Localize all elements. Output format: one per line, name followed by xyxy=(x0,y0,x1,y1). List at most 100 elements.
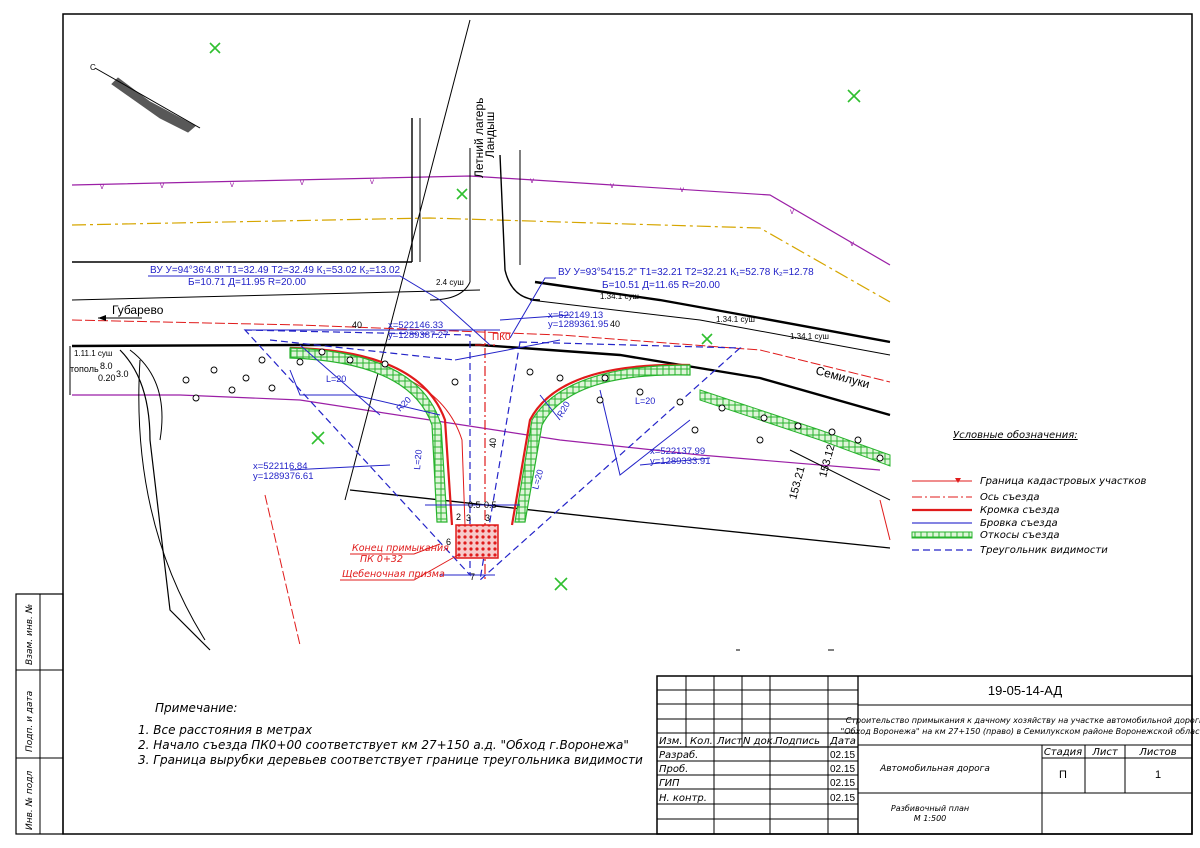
label-dim40-c: 40 xyxy=(488,438,498,448)
drawing-scale: М 1:500 xyxy=(914,814,947,823)
coord-p2-y: y=1289361.95 xyxy=(548,319,609,330)
side-stamp-a: Взам. инв. № xyxy=(25,604,35,665)
crushed-stone-prism xyxy=(455,524,499,559)
side-stamp: Взам. инв. № Подп. и дата Инв. № подл xyxy=(25,604,35,830)
label-elev-1: 153.21 xyxy=(787,465,807,501)
drawing-name: Разбивочный план xyxy=(891,804,969,813)
connection-axis xyxy=(475,330,495,580)
sheets-label: Листов xyxy=(1138,747,1176,758)
label-dim05-a: 0.5 xyxy=(468,500,481,510)
label-dim7: 7 xyxy=(470,572,475,582)
role-0: Разраб. xyxy=(659,749,698,761)
legend-item-4: Откосы съезда xyxy=(980,530,1060,541)
sheets-value: 1 xyxy=(1155,769,1161,781)
legend: Условные обозначения: Граница кадастровы… xyxy=(911,429,1147,556)
coord-p4-x: x=522137.99 xyxy=(650,446,705,457)
label-r20-a: R20 xyxy=(394,395,413,414)
section-name: Автомобильная дорога xyxy=(879,764,990,774)
coord-p3-y: y=1289376.61 xyxy=(253,471,314,482)
label-dim3-a: 3 xyxy=(466,513,471,523)
curve-right-line2: Б=10.51 Д=11.65 R=20.00 xyxy=(602,280,720,291)
label-pk0: ПК0 xyxy=(492,332,511,343)
svg-text:v: v xyxy=(160,181,164,190)
road-labels: Губарево Семилуки Летний лагерь Ландыш xyxy=(98,98,871,391)
coord-p3-x: x=522116.84 xyxy=(253,461,308,472)
notes-item-0: 1. Все расстояния в метрах xyxy=(138,723,313,737)
header-signature: Подпись xyxy=(775,736,820,747)
end-labels: Конец примыкания ПК 0+32 Щебеночная приз… xyxy=(340,543,459,581)
legend-item-1: Ось съезда xyxy=(980,492,1040,503)
connection-slopes xyxy=(289,347,891,523)
prism-label: Щебеночная призма xyxy=(342,569,445,580)
label-dim40-a: 40 xyxy=(352,320,362,330)
drawing-code: 19-05-14-АД xyxy=(988,683,1062,698)
title-block-text: 19-05-14-АД Строительство примыкания к д… xyxy=(659,683,1200,823)
notes-title: Примечание: xyxy=(155,701,237,715)
legend-item-5: Треугольник видимости xyxy=(980,545,1108,556)
tree-icon xyxy=(311,431,325,445)
label-sush-5: 1.34.1 суш xyxy=(790,332,829,341)
coord-p4-y: y=1289333.91 xyxy=(650,456,711,467)
role-3-date: 02.15 xyxy=(830,793,855,804)
label-sush-3: 1.34.1 суш xyxy=(600,292,639,301)
svg-text:v: v xyxy=(850,239,854,248)
legend-item-3: Бровка съезда xyxy=(980,518,1058,529)
cadastral-boundary xyxy=(71,319,891,646)
svg-text:v: v xyxy=(370,177,374,186)
road-label-east: Семилуки xyxy=(814,363,871,391)
svg-text:v: v xyxy=(790,207,794,216)
label-sush-1: 2.4 суш xyxy=(436,278,464,287)
misc-labels: ПК0 L=20 L=20 L=20 L=20 R20 R20 40 40 40… xyxy=(70,278,838,582)
coord-p1-y: y=1289387.27 xyxy=(388,330,449,341)
tree-icon xyxy=(456,188,468,200)
coord-p2-x: x=522149.13 xyxy=(548,310,603,321)
label-dim6: 6 xyxy=(446,537,451,547)
project-line-1: Строительство примыкания к дачному хозяй… xyxy=(846,716,1200,725)
curve-right-line1: ВУ У=93°54'15.2" Т1=32.21 Т2=32.21 К₁=52… xyxy=(558,267,814,278)
main-road xyxy=(69,19,891,651)
svg-text:v: v xyxy=(100,182,104,191)
label-sush-2: 1.11.1 суш xyxy=(74,349,112,358)
role-1-date: 02.15 xyxy=(830,764,855,775)
legend-item-2: Кромка съезда xyxy=(980,505,1060,516)
label-dim2: 2 xyxy=(456,512,461,522)
header-izm: Изм. xyxy=(659,736,683,747)
label-l20-a: L=20 xyxy=(326,374,346,384)
legend-swatch-slope xyxy=(911,531,973,539)
svg-text:v: v xyxy=(300,178,304,187)
label-dim3-b: 3 xyxy=(485,513,490,523)
coordinate-labels: x=522146.33 y=1289387.27 x=522149.13 y=1… xyxy=(253,310,711,482)
tree-icon xyxy=(847,89,861,103)
sheet-label: Лист xyxy=(1091,747,1119,758)
svg-text:С: С xyxy=(90,63,96,72)
label-topo-4: 3.0 xyxy=(116,369,129,379)
label-dim05-b: 0.5 xyxy=(484,500,497,510)
tree-markers xyxy=(209,42,861,591)
role-2-date: 02.15 xyxy=(830,778,855,789)
svg-text:v: v xyxy=(230,180,234,189)
title-block xyxy=(656,675,1193,835)
legend-title: Условные обозначения: xyxy=(953,429,1078,441)
curve-left-params: ВУ У=94°36'4.8" Т1=32.49 Т2=32.49 К₁=53.… xyxy=(148,265,491,346)
visibility-triangles xyxy=(243,329,742,582)
header-date: Дата xyxy=(829,736,856,747)
curve-left-line2: Б=10.71 Д=11.95 R=20.00 xyxy=(188,277,306,288)
stage-label: Стадия xyxy=(1044,747,1082,758)
label-topo-2: 8.0 xyxy=(100,361,113,371)
project-line-2: "Обход Воронежа" на км 27+150 (право) в … xyxy=(841,727,1200,736)
end-label-2: ПК 0+32 xyxy=(360,554,403,565)
end-label-1: Конец примыкания xyxy=(352,543,449,554)
tree-icon xyxy=(701,333,713,345)
side-stamp-c: Инв. № подл xyxy=(25,771,35,830)
label-l20-c: L=20 xyxy=(412,449,424,470)
side-stamp-b: Подп. и дата xyxy=(25,691,35,752)
header-kol: Кол. xyxy=(690,736,713,747)
label-topo-3: 0.20 xyxy=(98,373,116,383)
notes-item-2: 3. Граница вырубки деревьев соответствуе… xyxy=(138,753,643,767)
header-ndoc: N док. xyxy=(743,736,776,747)
road-label-side-2: Ландыш xyxy=(483,112,497,158)
coord-p1-x: x=522146.33 xyxy=(388,320,443,331)
label-topo-1: тополь xyxy=(70,364,99,374)
curve-right-params: ВУ У=93°54'15.2" Т1=32.21 Т2=32.21 К₁=52… xyxy=(509,267,814,339)
